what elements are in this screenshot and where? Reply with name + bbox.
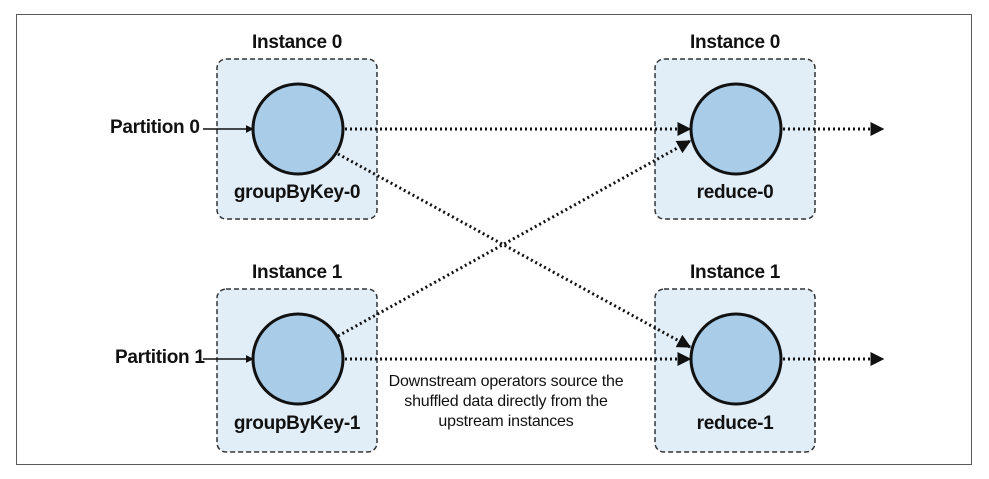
partition-label-0: Partition 0 xyxy=(110,117,200,138)
edge-groupbykey1-to-reduce0 xyxy=(337,139,692,338)
instance-label-upstream-1: Instance 1 xyxy=(252,262,342,283)
diagram-frame xyxy=(16,14,972,465)
instance-label-downstream-0: Instance 0 xyxy=(690,32,780,53)
node-label-reduce-0: reduce-0 xyxy=(696,182,774,203)
node-reduce-1 xyxy=(689,312,783,406)
partition-label-1: Partition 1 xyxy=(115,347,205,368)
annotation-line-3: upstream instances xyxy=(438,413,574,430)
node-groupbykey-1 xyxy=(251,312,345,406)
node-label-groupbykey-0: groupByKey-0 xyxy=(233,182,361,203)
node-label-reduce-1: reduce-1 xyxy=(696,413,774,434)
instance-label-downstream-1: Instance 1 xyxy=(690,262,780,283)
annotation-line-1: Downstream operators source the xyxy=(388,373,624,390)
instance-label-upstream-0: Instance 0 xyxy=(252,32,342,53)
node-label-groupbykey-1: groupByKey-1 xyxy=(233,413,361,434)
node-reduce-0 xyxy=(689,82,783,176)
annotation-text: Downstream operators source the shuffled… xyxy=(364,372,648,432)
node-groupbykey-0 xyxy=(251,82,345,176)
edge-groupbykey0-to-reduce1 xyxy=(337,152,692,349)
annotation-line-2: shuffled data directly from the xyxy=(404,393,608,410)
